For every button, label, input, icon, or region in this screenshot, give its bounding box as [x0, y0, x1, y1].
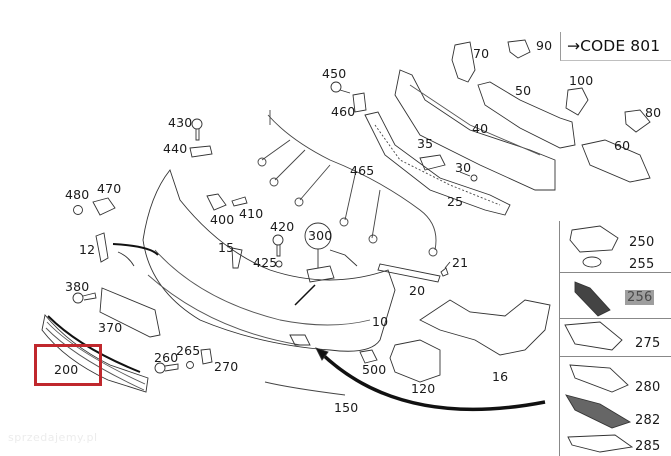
sensor-300: [294, 222, 358, 306]
bolt-430: [191, 118, 203, 141]
part-label[interactable]: 265: [176, 343, 201, 358]
side-panel-divider: [559, 318, 671, 319]
side-part-label[interactable]: 275: [635, 336, 661, 351]
clip-100: [565, 87, 589, 116]
side-part-250: [569, 225, 619, 253]
part-label[interactable]: 260: [154, 350, 179, 365]
clip-80: [624, 109, 651, 133]
part-label[interactable]: 300: [308, 228, 333, 243]
part-400: [206, 193, 227, 211]
side-part-label[interactable]: 285: [635, 439, 661, 454]
side-variant-panel: [559, 221, 671, 456]
part-21: [440, 261, 451, 277]
bracket-15: [231, 247, 243, 269]
bracket-16: [419, 299, 551, 356]
part-label[interactable]: 430: [168, 115, 193, 130]
side-part-label[interactable]: 255: [629, 257, 655, 272]
clip-460: [352, 92, 367, 113]
clip-500: [359, 349, 378, 364]
sensor-470: [92, 197, 116, 216]
nut-440: [189, 145, 213, 158]
clip-90: [507, 39, 531, 59]
part-label[interactable]: 470: [97, 181, 122, 196]
part-label[interactable]: 20: [409, 283, 426, 298]
bracket-60: [581, 139, 651, 183]
part-label[interactable]: 420: [270, 219, 295, 234]
side-part-285: [567, 434, 634, 453]
watermark: sprzedajemy.pl: [8, 431, 98, 444]
side-part-label[interactable]: 280: [635, 380, 661, 395]
part-label[interactable]: 15: [218, 240, 235, 255]
part-label[interactable]: 460: [331, 104, 356, 119]
side-part-255: [582, 256, 602, 268]
side-panel-divider: [559, 272, 671, 273]
part-label-highlighted[interactable]: 200: [54, 362, 79, 377]
part-label[interactable]: 425: [253, 255, 278, 270]
wire-harness-465: [257, 110, 438, 257]
license-plate-bracket-370: [99, 287, 161, 338]
side-part-label[interactable]: 282: [635, 413, 661, 428]
side-part-label[interactable]: 250: [629, 235, 655, 250]
part-label[interactable]: 25: [447, 194, 464, 209]
bracket-70: [451, 41, 476, 83]
part-30: [459, 171, 478, 182]
washer-425: [275, 260, 283, 268]
part-label[interactable]: 100: [569, 73, 594, 88]
bracket-12: [95, 232, 159, 267]
arrow-pointer: [315, 347, 546, 412]
part-label[interactable]: 40: [472, 121, 489, 136]
part-label[interactable]: 380: [65, 279, 90, 294]
side-part-280: [569, 364, 629, 393]
washer-265: [186, 361, 194, 369]
trim-strip-20: [377, 263, 441, 283]
part-label[interactable]: 440: [163, 141, 188, 156]
part-label[interactable]: 500: [362, 362, 387, 377]
part-label[interactable]: 90: [536, 38, 553, 53]
part-label[interactable]: 465: [350, 163, 375, 178]
highlight-box-200: [34, 344, 102, 386]
part-label[interactable]: 410: [239, 206, 264, 221]
bolt-450: [330, 81, 351, 94]
side-part-label-highlighted[interactable]: 256: [625, 290, 655, 305]
side-part-282: [565, 394, 632, 429]
part-label[interactable]: 450: [322, 66, 347, 81]
part-label[interactable]: 35: [417, 136, 434, 151]
code-reference-label: →CODE 801: [567, 37, 661, 55]
part-label[interactable]: 150: [334, 400, 359, 415]
part-label[interactable]: 21: [452, 255, 469, 270]
part-label[interactable]: 270: [214, 359, 239, 374]
part-label[interactable]: 70: [473, 46, 490, 61]
impact-absorber-50: [477, 81, 576, 149]
bolt-420: [272, 234, 284, 257]
part-label[interactable]: 120: [411, 381, 436, 396]
impact-absorber-40: [394, 69, 556, 191]
trim-150: [264, 381, 346, 396]
part-label[interactable]: 60: [614, 138, 631, 153]
side-part-275: [564, 321, 623, 351]
bolt-380: [72, 292, 97, 304]
bolt-410: [231, 196, 248, 207]
code-reference-box: [560, 32, 671, 61]
side-part-256: [574, 281, 611, 317]
part-label[interactable]: 50: [515, 83, 532, 98]
part-label[interactable]: 10: [372, 314, 389, 329]
bolt-260: [154, 362, 179, 374]
wheel-arch-liner-120: [389, 339, 441, 383]
part-label[interactable]: 30: [455, 160, 472, 175]
clip-270: [200, 348, 213, 365]
part-35: [419, 154, 446, 171]
part-label[interactable]: 80: [645, 105, 662, 120]
side-panel-divider: [559, 356, 671, 357]
part-label[interactable]: 16: [492, 369, 509, 384]
part-label[interactable]: 480: [65, 187, 90, 202]
part-label[interactable]: 370: [98, 320, 123, 335]
part-label[interactable]: 400: [210, 212, 235, 227]
part-label[interactable]: 12: [79, 242, 96, 257]
support-rail-25: [364, 111, 511, 216]
ring-480: [73, 205, 83, 215]
